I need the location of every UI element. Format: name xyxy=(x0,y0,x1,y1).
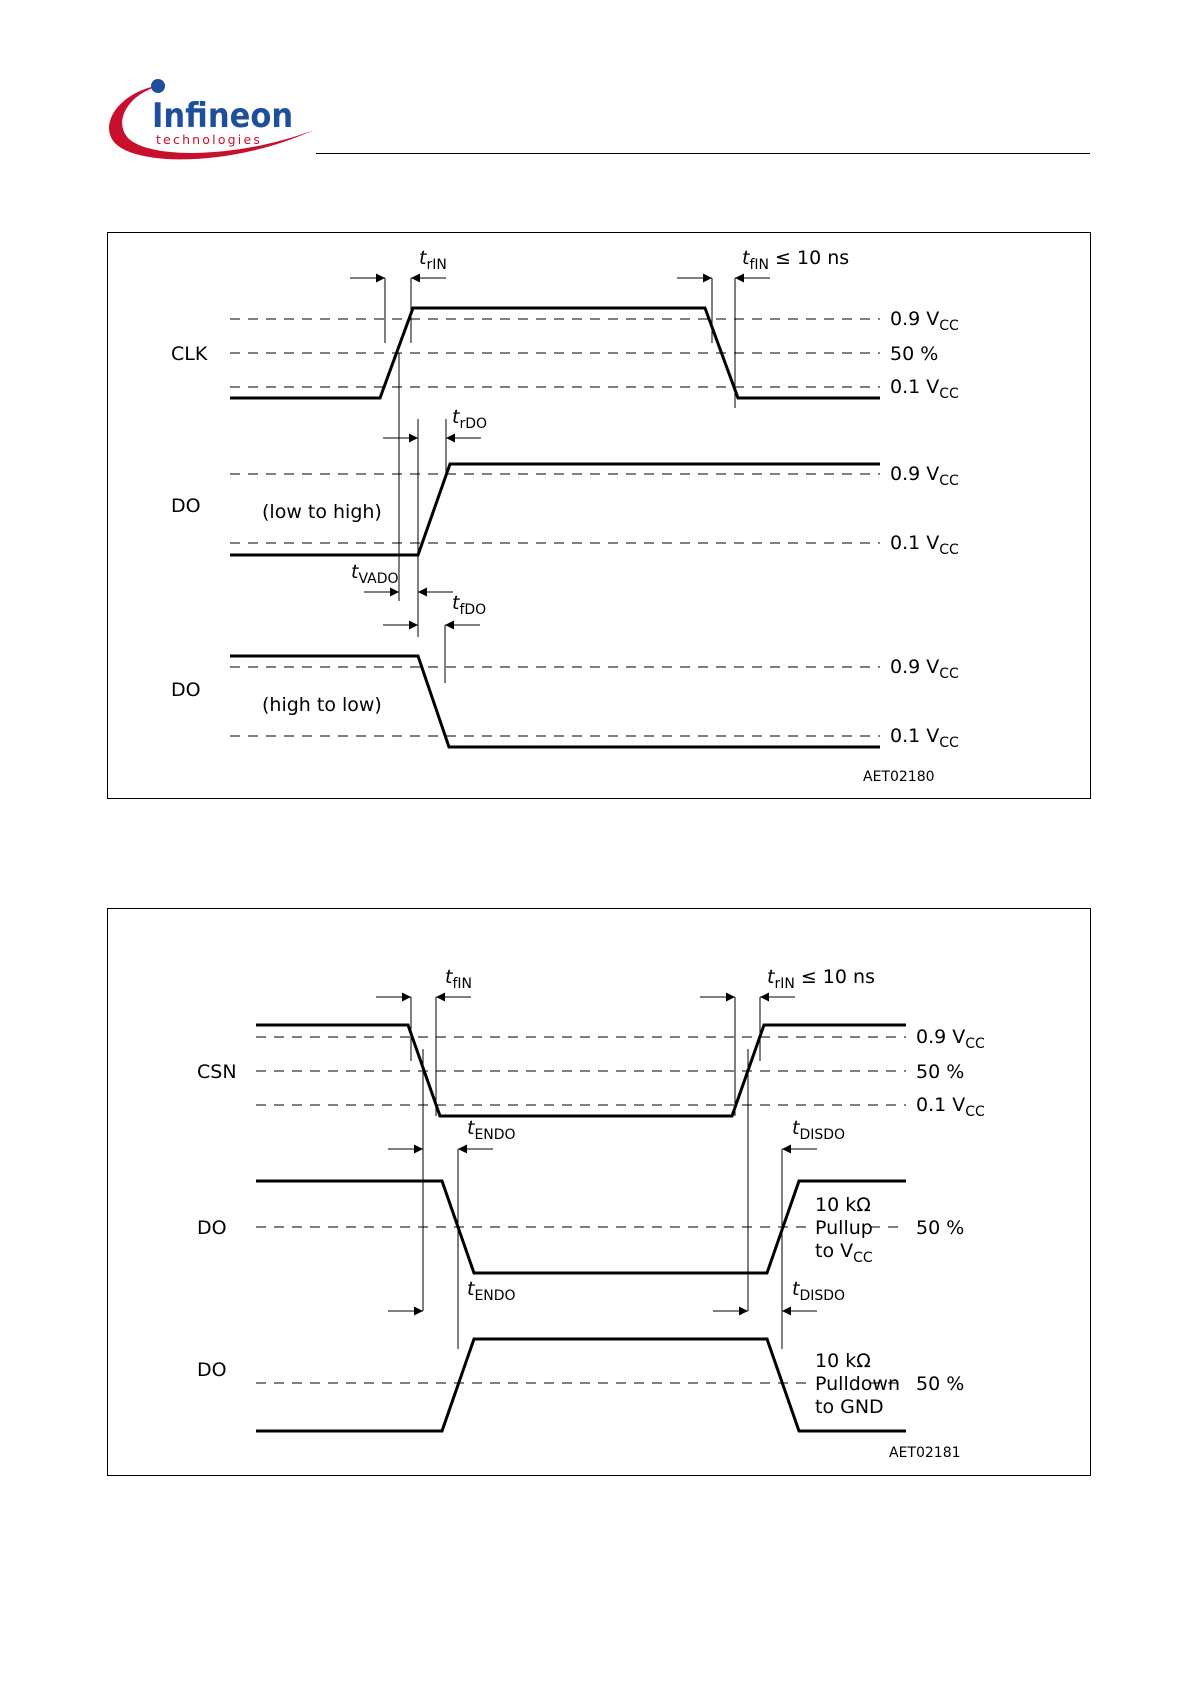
diagram1-reference-lines xyxy=(230,319,880,736)
level-label-do-rise-hi: 0.9 VCC xyxy=(890,463,959,489)
signal-label-csn: CSN xyxy=(197,1061,237,1083)
pullup-line1: 10 kΩ xyxy=(815,1194,871,1216)
signal-label-do-pulldown: DO xyxy=(197,1359,227,1381)
signal-label-do-rise: DO xyxy=(171,495,201,517)
timing-label-tdisdo-2: tDISDO xyxy=(792,1278,845,1304)
note-low-to-high: (low to high) xyxy=(262,501,382,523)
diagram1-timing-arrows xyxy=(350,278,770,625)
timing-label-trin: trIN ≤ 10 ns xyxy=(767,966,875,992)
diagram2-canvas: CSN DO DO 0.9 VCC 50 % 0.1 VCC 10 kΩ Pul… xyxy=(108,909,1092,1477)
diagram-id: AET02180 xyxy=(863,769,935,785)
timing-label-tfin: tfIN xyxy=(445,966,472,992)
pullup-line3: to VCC xyxy=(815,1240,873,1266)
note-high-to-low: (high to low) xyxy=(262,694,382,716)
level-label-do-rise-lo: 0.1 VCC xyxy=(890,532,959,558)
logo-dot xyxy=(151,79,165,93)
level-label-do-pulldown-mid: 50 % xyxy=(916,1373,964,1395)
diagram2-reference-lines xyxy=(256,1037,906,1383)
diagram1-canvas: CLK DO DO (low to high) (high to low) 0.… xyxy=(108,233,1092,800)
pulldown-line1: 10 kΩ xyxy=(815,1350,871,1372)
pulldown-line3: to GND xyxy=(815,1396,884,1418)
timing-label-tfdo: tfDO xyxy=(452,592,486,618)
timing-label-tvado: tVADO xyxy=(351,561,399,587)
level-label-do-fall-hi: 0.9 VCC xyxy=(890,656,959,682)
level-label-clk-hi: 0.9 VCC xyxy=(890,308,959,334)
level-label-do-fall-lo: 0.1 VCC xyxy=(890,725,959,751)
logo-tagline: technologies xyxy=(156,132,262,147)
level-label-clk-lo: 0.1 VCC xyxy=(890,376,959,402)
level-label-clk-mid: 50 % xyxy=(890,343,938,365)
diagram2-timing-arrows xyxy=(376,997,817,1311)
timing-label-tdisdo-1: tDISDO xyxy=(792,1117,845,1143)
level-label-csn-lo: 0.1 VCC xyxy=(916,1094,985,1120)
header-rule xyxy=(316,153,1090,154)
timing-label-trdo: trDO xyxy=(452,406,487,432)
timing-diagram-clk-do: CLK DO DO (low to high) (high to low) 0.… xyxy=(107,232,1091,799)
timing-label-trin: trIN xyxy=(419,247,447,273)
signal-label-clk: CLK xyxy=(171,343,208,365)
timing-label-tfin: tfIN ≤ 10 ns xyxy=(742,247,849,273)
timing-label-tendo-1: tENDO xyxy=(467,1117,516,1143)
signal-label-do-pullup: DO xyxy=(197,1217,227,1239)
level-label-do-pullup-mid: 50 % xyxy=(916,1217,964,1239)
diagram1-timing-verticals xyxy=(385,278,735,683)
timing-diagram-csn-do: CSN DO DO 0.9 VCC 50 % 0.1 VCC 10 kΩ Pul… xyxy=(107,908,1091,1476)
pullup-line2: Pullup xyxy=(815,1217,873,1239)
level-label-csn-mid: 50 % xyxy=(916,1061,964,1083)
timing-label-tendo-2: tENDO xyxy=(467,1278,516,1304)
level-label-csn-hi: 0.9 VCC xyxy=(916,1026,985,1052)
logo-brand-name: Infineon xyxy=(152,96,293,136)
signal-label-do-fall: DO xyxy=(171,679,201,701)
pulldown-line2: Pulldown xyxy=(815,1373,900,1395)
do-pulldown-waveform xyxy=(256,1339,906,1431)
diagram-id: AET02181 xyxy=(889,1445,961,1461)
infineon-logo: Infineon technologies xyxy=(100,72,320,172)
